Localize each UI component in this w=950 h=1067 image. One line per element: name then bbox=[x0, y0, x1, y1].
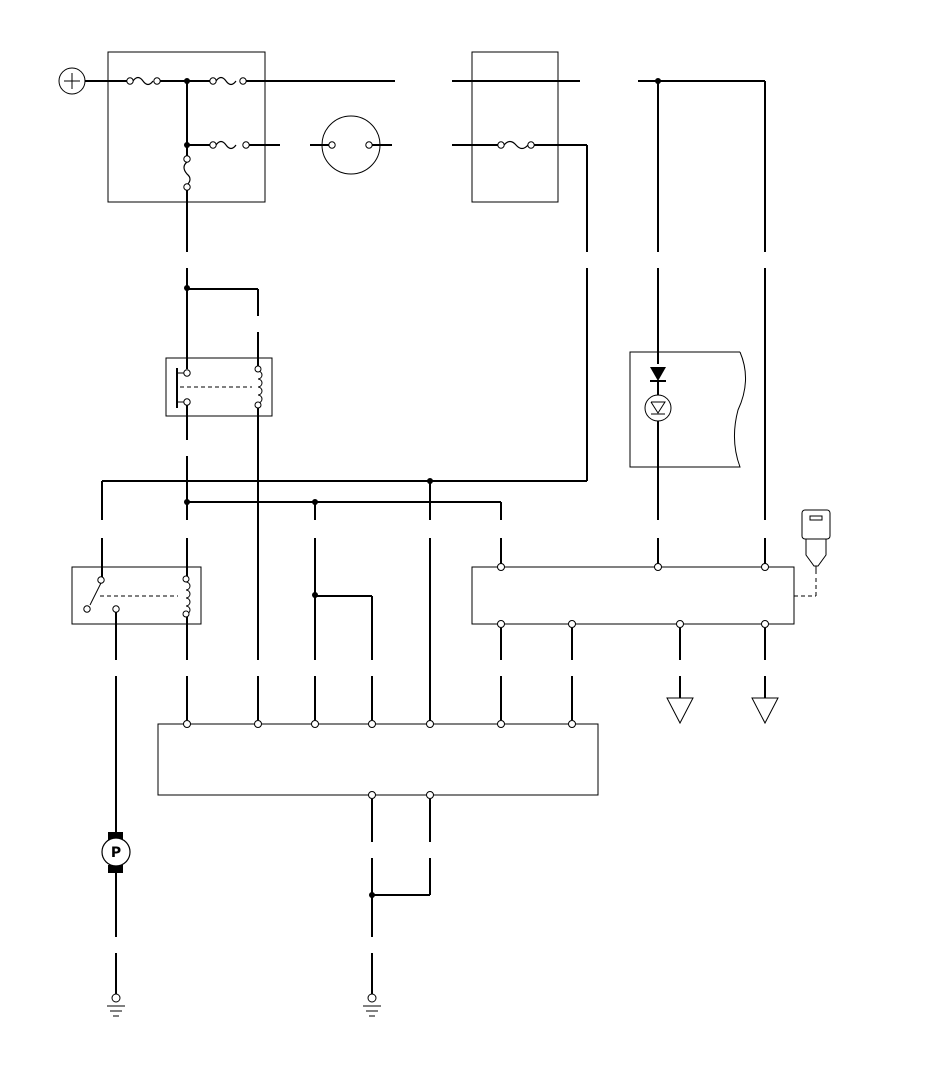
fuse-box-2 bbox=[471, 51, 559, 203]
indicator-module bbox=[629, 351, 746, 468]
fuse-top-right bbox=[209, 76, 395, 86]
chassis-ground-icon bbox=[666, 697, 694, 725]
chassis-ground-icon bbox=[751, 697, 779, 725]
relay-2 bbox=[71, 566, 202, 625]
fuse-main bbox=[126, 76, 213, 86]
pump-motor-icon: P bbox=[101, 832, 131, 873]
relay-1 bbox=[165, 357, 273, 417]
fuse-vertical bbox=[183, 145, 191, 252]
battery-positive-terminal bbox=[58, 67, 130, 95]
control-unit bbox=[157, 720, 599, 799]
ground-icon bbox=[363, 993, 381, 1017]
fuse-middle bbox=[187, 140, 280, 150]
lamp-bulb bbox=[310, 115, 392, 175]
ground-icon bbox=[107, 993, 125, 1017]
splice-node bbox=[369, 892, 375, 898]
right-module bbox=[471, 563, 795, 628]
pump-label: P bbox=[111, 845, 121, 861]
fuse-box-2-fuse bbox=[452, 140, 588, 252]
ignition-key-icon bbox=[801, 509, 831, 574]
